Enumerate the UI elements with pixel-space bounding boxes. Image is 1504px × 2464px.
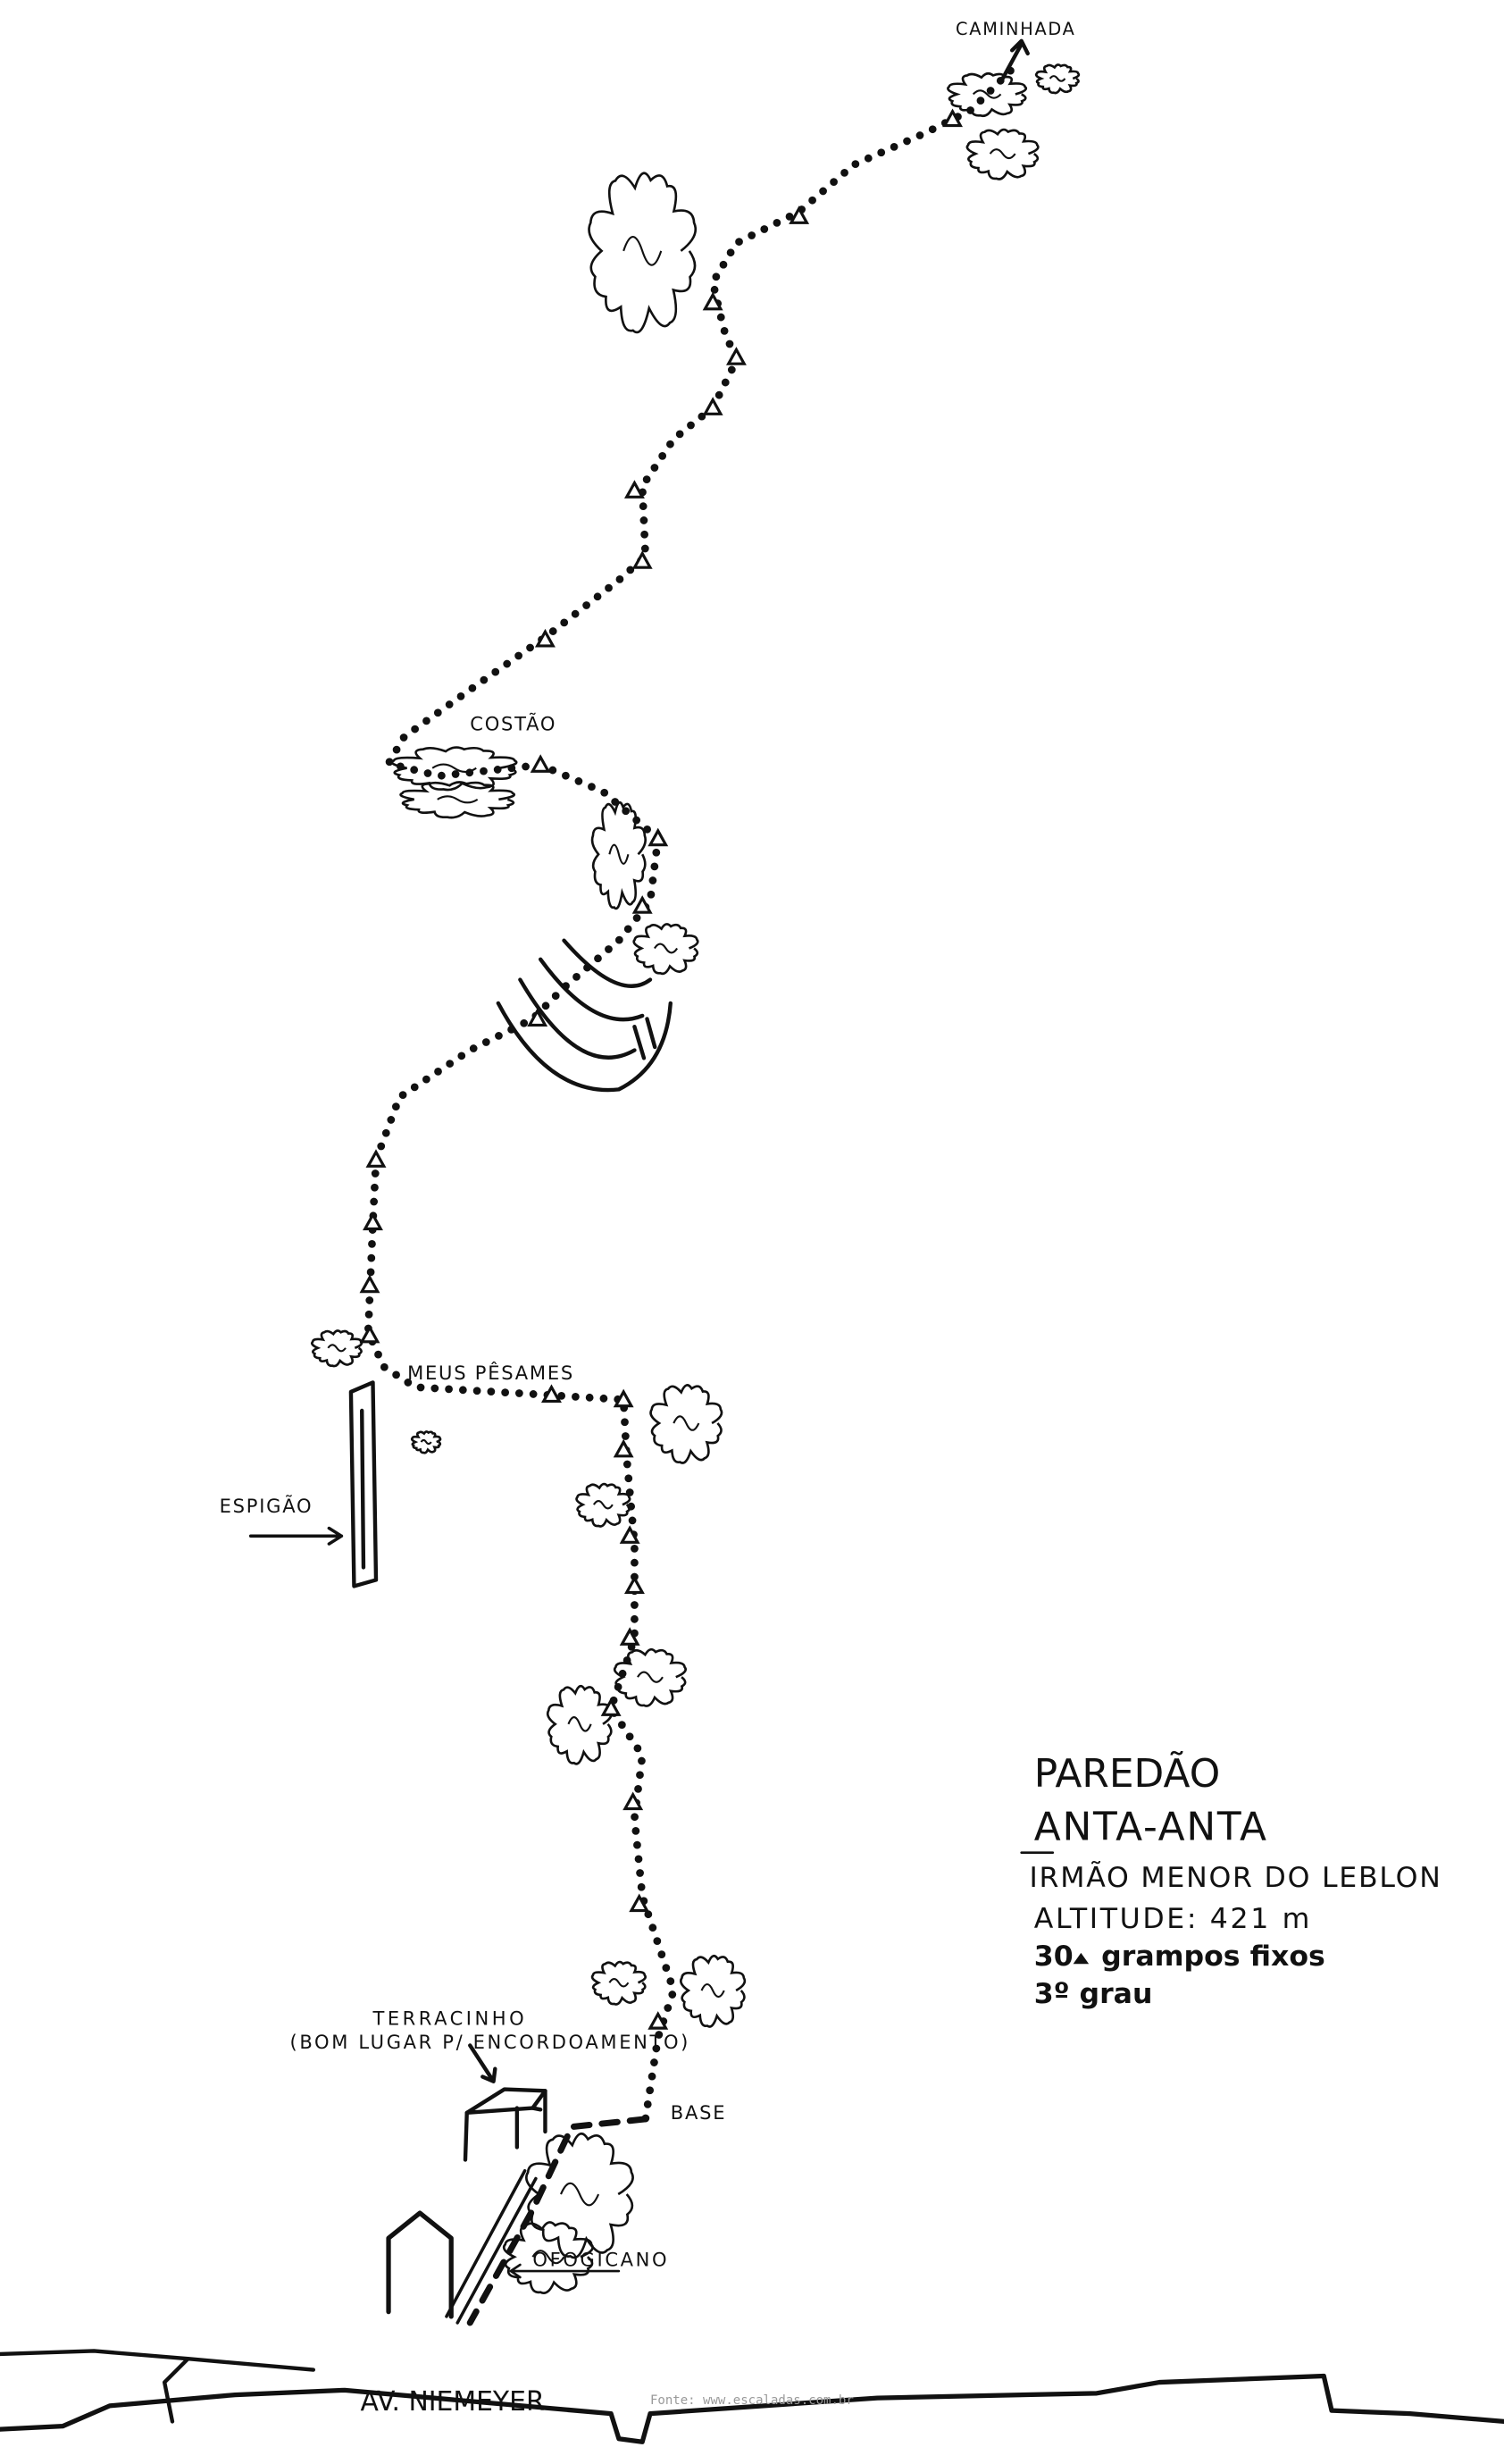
info-mountain: IRMÃO MENOR DO LEBLON	[1029, 1860, 1441, 1894]
triangle-bolt-icon	[631, 550, 653, 569]
bush-icon	[673, 1415, 700, 1431]
overhang-drawing	[496, 938, 673, 1093]
espigao-arrow	[248, 1526, 344, 1546]
terracinho-arrow	[468, 2043, 497, 2083]
climbing-route-line	[363, 66, 1015, 2124]
espigao-pillar	[348, 1380, 379, 1588]
triangle-bolt-icon	[613, 1438, 634, 1458]
bush-icon	[622, 236, 663, 266]
triangle-bolt-icon	[541, 1384, 562, 1404]
triangle-bolt-icon	[363, 1211, 383, 1231]
vegetation-group	[311, 63, 1081, 2294]
info-altitude: ALTITUDE: 421 m	[1034, 1903, 1312, 1935]
label-terracinho-note: (BOM LUGAR P/ ENCORDOAMENTO)	[290, 2031, 691, 2053]
triangle-bolt-icon	[600, 1697, 622, 1716]
label-costao: COSTÃO	[470, 712, 556, 735]
label-espigao: ESPIGÃO	[220, 1494, 313, 1517]
triangle-bolt-icon	[726, 347, 747, 365]
bush-icon	[972, 89, 1002, 99]
bush-icon	[649, 1384, 723, 1464]
bush-icon	[420, 1438, 432, 1446]
bush-icon	[654, 943, 679, 954]
triangle-bolt-icon	[702, 397, 723, 415]
caminhada-arrow	[1000, 38, 1030, 81]
bush-icon	[399, 781, 516, 819]
bush-icon	[588, 172, 698, 334]
bush-icon	[590, 1960, 647, 2006]
triangle-bolt-icon	[648, 827, 669, 847]
triangle-bolt-icon	[631, 895, 653, 914]
bush-icon	[680, 1954, 747, 2028]
triangle-bolt-icon	[623, 480, 645, 499]
triangle-bolt-icon	[629, 1893, 650, 1913]
bush-icon	[311, 1329, 363, 1368]
triangle-bolt-icon	[613, 1388, 634, 1408]
bush-icon	[590, 800, 647, 910]
info-bolt-count: 30	[1034, 1940, 1074, 1973]
source-watermark: Fonte: www.escaladas.com.br	[650, 2393, 854, 2408]
bolts-group	[359, 108, 963, 2030]
bush-icon	[608, 1978, 630, 1988]
triangle-bolt-icon	[789, 205, 810, 224]
triangle-bolt-icon	[530, 754, 551, 773]
bush-icon	[575, 1482, 631, 1528]
bush-icon	[410, 1430, 442, 1454]
bush-icon	[390, 746, 518, 792]
bush-icon	[1049, 75, 1066, 82]
triangle-bolt-icon	[619, 1525, 640, 1544]
triangle-bolt-icon	[942, 108, 963, 128]
triangle-bolt-icon	[702, 291, 723, 311]
bush-icon	[592, 1499, 614, 1510]
ground-line	[0, 2349, 1504, 2444]
triangle-bolt-icon	[623, 1575, 645, 1595]
approach-trail-line	[466, 2116, 649, 2326]
triangle-bolt-icon	[359, 1324, 380, 1344]
label-ofogicano: OFOGICANO	[532, 2249, 669, 2271]
label-terracinho: TERRACINHO	[372, 2007, 527, 2030]
bush-icon	[637, 1671, 664, 1683]
triangle-bolt-icon	[365, 1149, 387, 1168]
approach-trail-edge	[445, 2168, 538, 2325]
bush-icon	[989, 148, 1016, 160]
house-icon	[386, 2210, 454, 2319]
bush-icon	[1034, 63, 1081, 95]
triangle-bolt-icon	[622, 1791, 644, 1811]
table-icon	[463, 2043, 547, 2162]
bush-icon	[531, 2250, 565, 2265]
bush-icon	[965, 128, 1040, 180]
label-caminhada: CAMINHADA	[956, 19, 1076, 39]
bush-icon	[327, 1344, 347, 1353]
route-info-block: PAREDÃO ANTA-ANTA IRMÃO MENOR DO LEBLON …	[1020, 1750, 1441, 2010]
triangle-bolt-icon	[359, 1274, 380, 1294]
bush-icon	[560, 2182, 600, 2207]
bush-icon	[437, 795, 479, 804]
info-wall-name: PAREDÃO	[1034, 1750, 1221, 1797]
label-meus-pesames: MEUS PÊSAMES	[407, 1362, 574, 1384]
triangle-bolt-icon	[534, 628, 556, 648]
info-route-name: ANTA-ANTA	[1034, 1805, 1268, 1850]
label-av-niemeyer: AV. NIEMEYER	[360, 2386, 544, 2418]
bush-icon	[700, 1982, 725, 1999]
bush-icon	[546, 1684, 614, 1765]
bush-icon	[608, 843, 630, 865]
bush-icon	[567, 1716, 592, 1732]
info-bolt-text: grampos fixos	[1101, 1940, 1325, 1973]
triangle-bolt-icon	[527, 1008, 548, 1027]
label-base: BASE	[671, 2101, 727, 2124]
bush-icon	[502, 2221, 594, 2294]
triangle-bolt-icon	[1073, 1952, 1090, 1965]
bush-icon	[632, 923, 699, 976]
ofogicano-underline-arrow	[509, 2263, 621, 2279]
triangle-bolt-icon	[619, 1627, 640, 1646]
triangle-bolt-icon	[648, 2011, 669, 2030]
info-grade: 3º grau	[1034, 1978, 1153, 2010]
